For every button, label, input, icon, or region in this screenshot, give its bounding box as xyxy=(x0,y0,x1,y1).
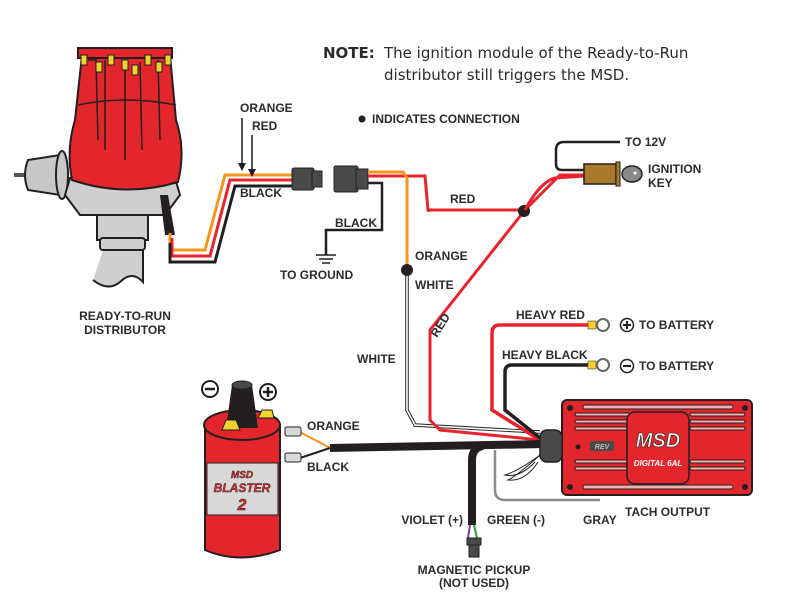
label-dist-red: RED xyxy=(252,119,278,133)
orange-white-wire xyxy=(368,170,541,434)
label-battery-neg: TO BATTERY xyxy=(639,359,714,373)
pickup-label-2: (NOT USED) xyxy=(439,576,509,590)
ring-terminal-icon xyxy=(596,358,610,372)
distributor-label-1: READY-TO-RUN xyxy=(79,309,171,323)
distributor-label-2: DISTRIBUTOR xyxy=(84,323,166,337)
coil-wires xyxy=(284,426,331,463)
label-coil-black: BLACK xyxy=(307,460,349,474)
ring-terminal-icon xyxy=(596,318,610,332)
label-orange: ORANGE xyxy=(415,249,468,263)
connection-dot-icon xyxy=(358,115,366,123)
legend-text: INDICATES CONNECTION xyxy=(372,112,520,126)
distributor-harness xyxy=(168,118,300,264)
coil-number: 2 xyxy=(237,497,247,514)
label-green: GREEN (-) xyxy=(487,513,545,527)
connection-dot-orange-white xyxy=(401,264,413,276)
pickup-label-1: MAGNETIC PICKUP xyxy=(418,563,531,577)
label-to-12v: TO 12V xyxy=(625,135,666,149)
ground-icon xyxy=(316,254,336,264)
plug-connector-female xyxy=(333,165,369,193)
note-line-2: distributor still triggers the MSD. xyxy=(384,66,629,84)
blaster-2-coil: MSD BLASTER 2 xyxy=(201,380,281,559)
plug-connector-male xyxy=(291,167,323,191)
label-heavy-black: HEAVY BLACK xyxy=(502,348,588,362)
coil-name: BLASTER xyxy=(214,481,271,495)
label-heavy-red: HEAVY RED xyxy=(516,308,585,322)
label-dist-orange: ORANGE xyxy=(240,101,293,115)
label-red-to-key: RED xyxy=(450,192,476,206)
msd-rev-badge: REV xyxy=(595,444,611,451)
connection-legend: INDICATES CONNECTION xyxy=(358,112,520,126)
ignition-key-switch xyxy=(523,140,643,211)
msd-box-model: DIGITAL 6AL xyxy=(634,459,683,468)
red-wire-key xyxy=(368,173,590,370)
label-battery-pos: TO BATTERY xyxy=(639,318,714,332)
label-tach-output: TACH OUTPUT xyxy=(625,505,711,519)
coil-brand: MSD xyxy=(231,470,253,481)
distributor xyxy=(14,47,183,288)
heavy-battery-wires xyxy=(490,317,635,442)
note-line-1: The ignition module of the Ready-to-Run xyxy=(383,44,688,62)
ignition-key-label-2: KEY xyxy=(648,176,673,190)
msd-6al-box: MSD DIGITAL 6AL REV xyxy=(539,399,753,496)
label-violet: VIOLET (+) xyxy=(401,513,463,527)
ground-wire xyxy=(316,181,384,264)
note-prefix: NOTE: xyxy=(323,44,375,62)
ignition-key-label-1: IGNITION xyxy=(648,162,701,176)
label-coil-orange: ORANGE xyxy=(307,419,360,433)
label-white-top: WHITE xyxy=(415,278,454,292)
msd-box-brand: MSD xyxy=(636,430,680,452)
label-gray: GRAY xyxy=(583,513,617,527)
key-icon xyxy=(621,165,643,183)
label-ground-black: BLACK xyxy=(335,216,377,230)
label-dist-black: BLACK xyxy=(240,186,282,200)
magnetic-pickup-connector xyxy=(466,537,482,558)
label-to-ground: TO GROUND xyxy=(280,268,353,282)
label-white-side: WHITE xyxy=(357,352,396,366)
note: NOTE: The ignition module of the Ready-t… xyxy=(323,44,688,84)
main-harness xyxy=(329,440,600,539)
